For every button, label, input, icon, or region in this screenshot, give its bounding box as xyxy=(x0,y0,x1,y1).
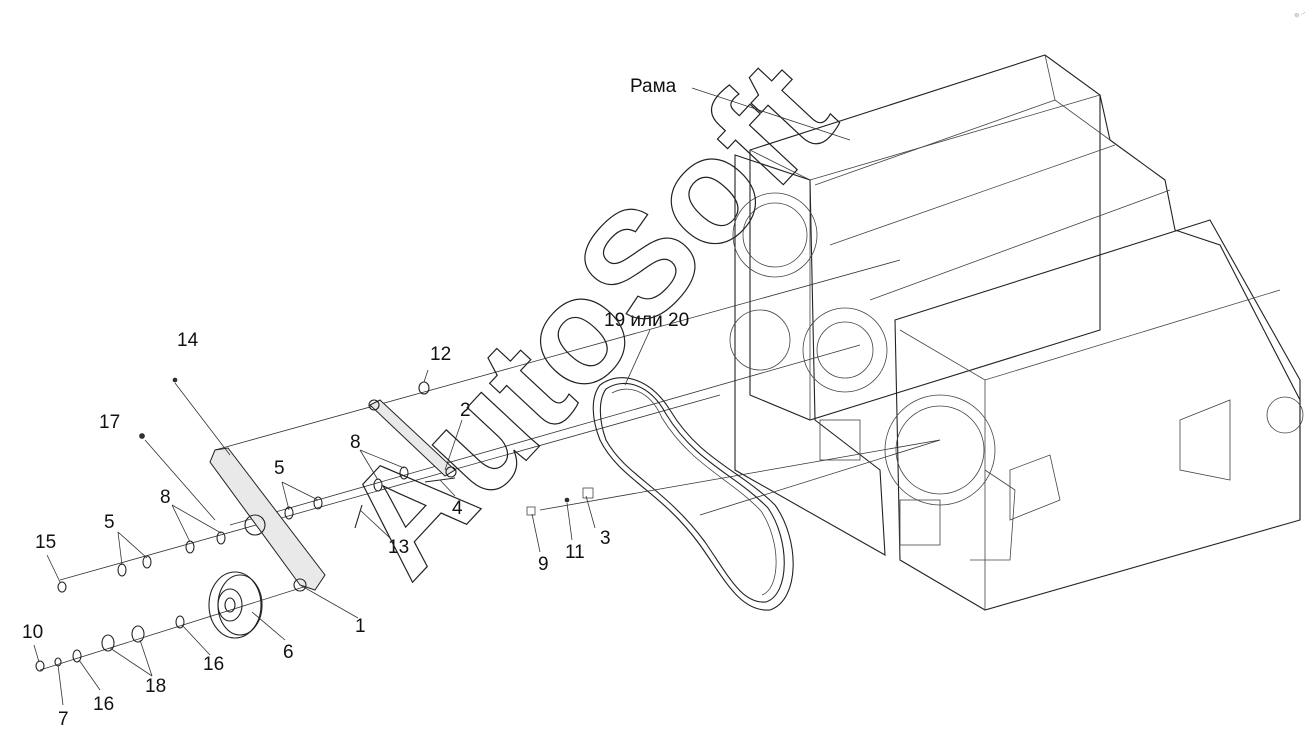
label-13: 13 xyxy=(388,537,409,558)
label-11: 11 xyxy=(565,542,585,563)
leader-lines xyxy=(33,87,851,706)
label-5b: 5 xyxy=(104,512,115,533)
label-18: 18 xyxy=(145,676,166,697)
label-15: 15 xyxy=(35,532,56,553)
belt-part xyxy=(592,377,794,611)
label-5a: 5 xyxy=(274,458,285,479)
label-frame: Рама xyxy=(630,76,677,97)
assembly-axis-lines xyxy=(39,259,941,671)
label-16b: 16 xyxy=(93,694,114,715)
label-9: 9 xyxy=(538,554,549,575)
label-14: 14 xyxy=(177,330,199,351)
label-16a: 16 xyxy=(203,654,224,675)
label-4: 4 xyxy=(452,498,463,519)
watermark: AutoSoft © ... xyxy=(310,8,1307,607)
label-3: 3 xyxy=(600,528,611,549)
label-1: 1 xyxy=(355,616,366,637)
watermark-corner-mark: © ... xyxy=(1294,8,1307,20)
label-2: 2 xyxy=(460,400,471,421)
pulley-part xyxy=(208,571,263,639)
tension-arm-part xyxy=(209,447,326,592)
washers-and-bearings xyxy=(35,377,594,672)
label-7: 7 xyxy=(58,709,69,730)
label-belt: 19 или 20 xyxy=(604,310,689,331)
callout-labels: Рама 19 или 20 1 2 3 4 5 5 6 7 8 8 9 10 … xyxy=(22,76,689,730)
frame-body xyxy=(729,54,1304,611)
label-12: 12 xyxy=(430,344,451,365)
watermark-text: AutoSoft xyxy=(311,29,866,607)
label-17: 17 xyxy=(99,412,120,433)
label-8b: 8 xyxy=(160,487,171,508)
label-8a: 8 xyxy=(350,432,361,453)
label-10: 10 xyxy=(22,622,43,643)
label-6: 6 xyxy=(283,642,294,663)
spring-part xyxy=(368,399,457,478)
